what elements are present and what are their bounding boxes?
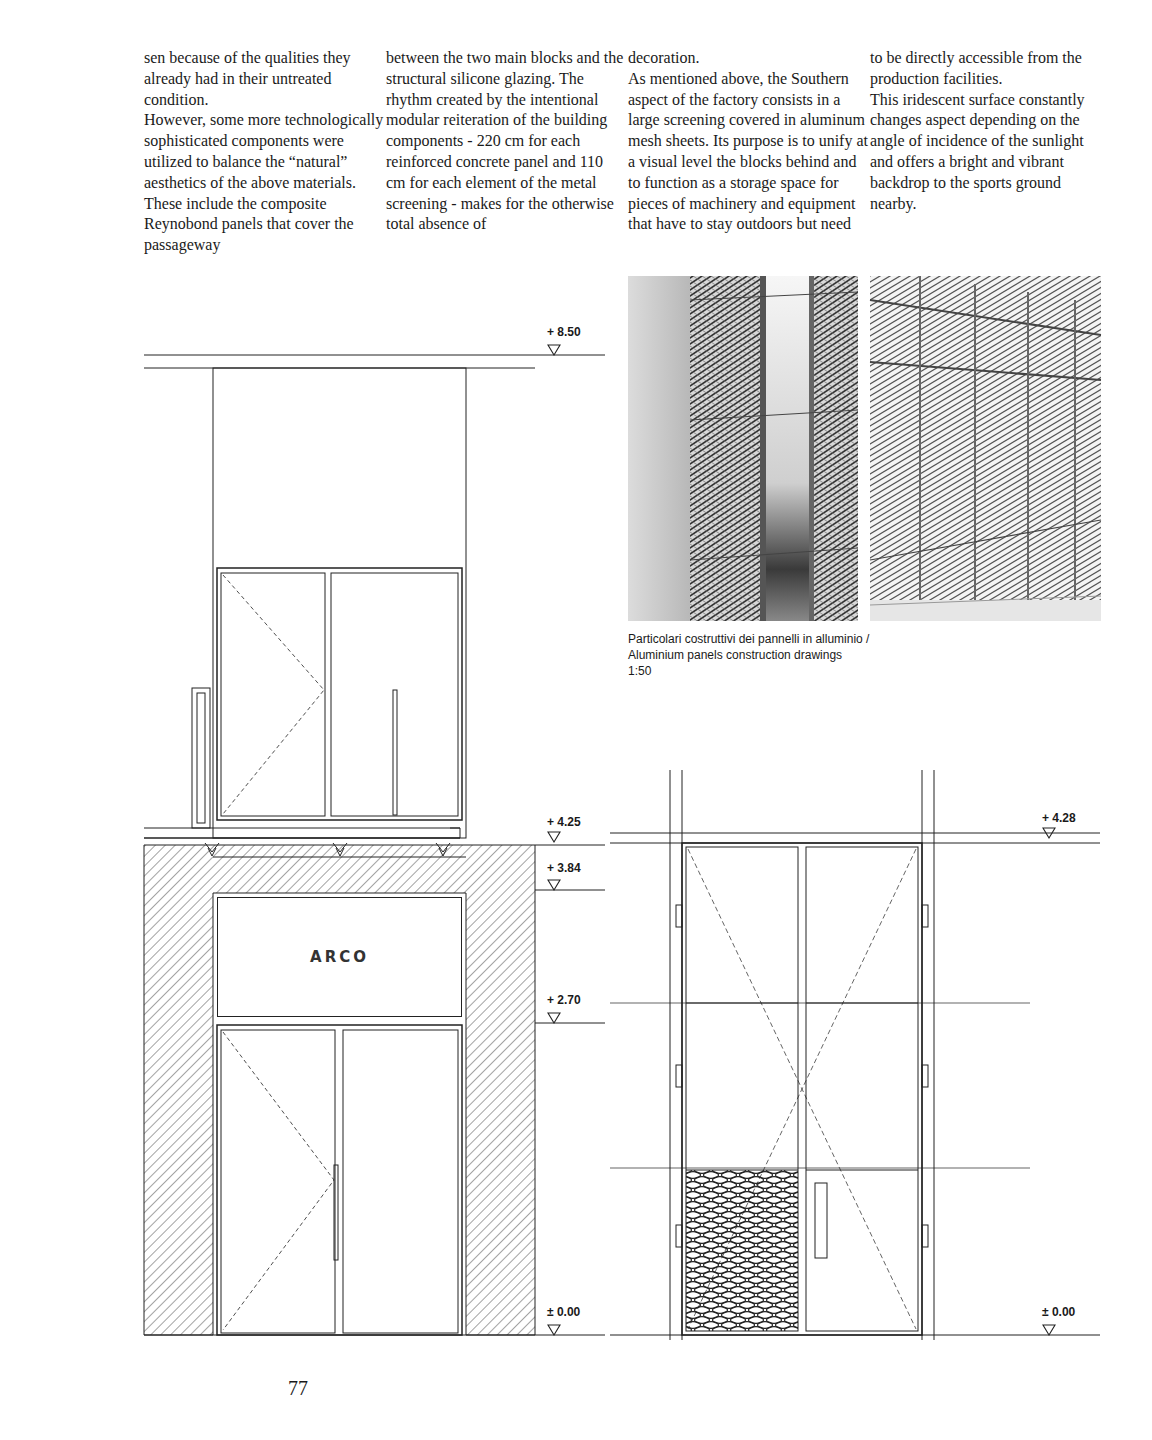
body-paragraph: sen because of the qualities they alread… — [144, 48, 384, 110]
body-paragraph: As mentioned above, the Southern aspect … — [628, 69, 868, 235]
body-paragraph: decoration. — [628, 48, 868, 69]
right-elevation — [610, 770, 1100, 1340]
sign-lettering: ARCO — [310, 948, 369, 966]
body-paragraph: This iridescent surface constantly chang… — [870, 90, 1110, 215]
elevation-mark: + 2.70 — [546, 993, 582, 1007]
photo-mesh-facade — [870, 276, 1101, 621]
elevation-mark: + 3.84 — [546, 861, 582, 875]
body-paragraph: However, some more technologically sophi… — [144, 110, 384, 256]
photo-mesh-detail — [628, 276, 858, 621]
elevation-mark: + 8.50 — [546, 325, 582, 339]
sign-panel: ARCO — [217, 897, 462, 1017]
elevation-mark: + 4.25 — [546, 815, 582, 829]
body-paragraph: between the two main blocks and the stru… — [386, 48, 626, 235]
figure-caption: Particolari costruttivi dei pannelli in … — [628, 631, 870, 663]
text-column: to be directly accessible from the produ… — [870, 48, 1110, 214]
text-column: decoration.As mentioned above, the South… — [628, 48, 868, 235]
text-column: between the two main blocks and the stru… — [386, 48, 626, 235]
left-elevation — [144, 345, 605, 1335]
scale-note: 1:50 — [628, 663, 870, 679]
body-paragraph: to be directly accessible from the produ… — [870, 48, 1110, 90]
page-number: 77 — [288, 1376, 308, 1400]
elevation-mark: ± 0.00 — [1041, 1305, 1076, 1319]
text-column: sen because of the qualities they alread… — [144, 48, 384, 256]
elevation-mark: ± 0.00 — [546, 1305, 581, 1319]
elevation-mark: + 4.28 — [1041, 811, 1077, 825]
